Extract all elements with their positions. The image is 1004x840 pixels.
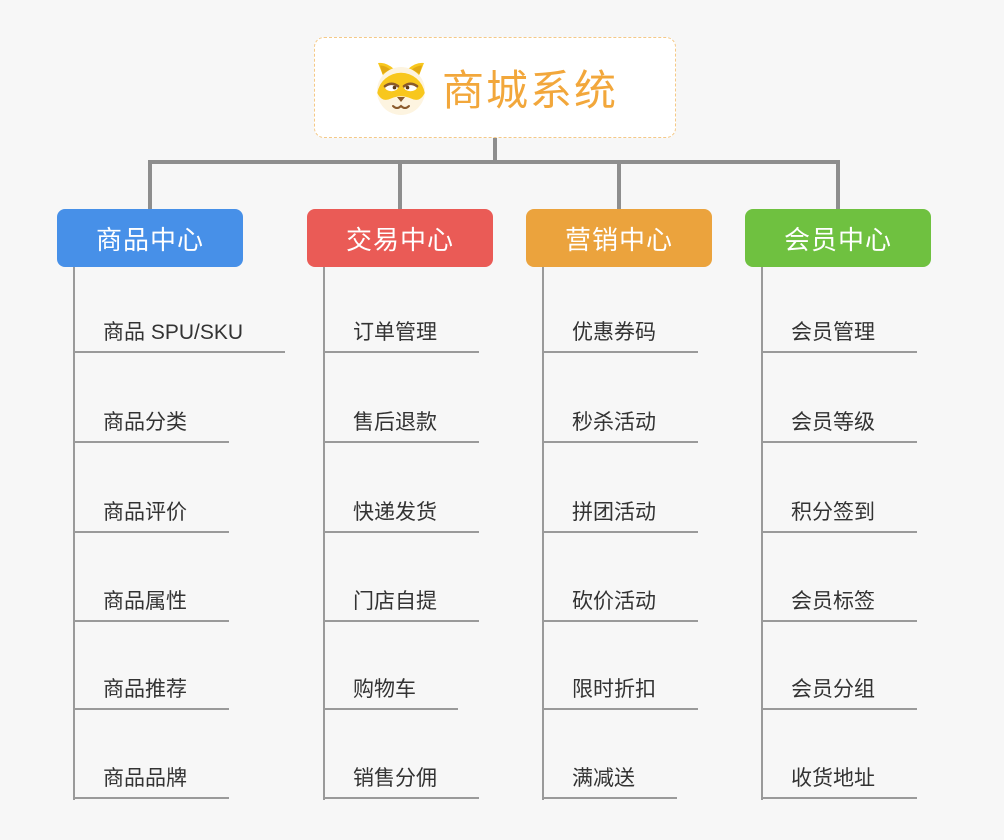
child-topic[interactable]: 限时折扣 xyxy=(542,679,698,710)
connector-line xyxy=(398,160,402,209)
branch-topic[interactable]: 交易中心 xyxy=(307,209,493,267)
child-topic[interactable]: 商品 SPU/SKU xyxy=(73,322,286,353)
child-topic[interactable]: 收货地址 xyxy=(761,768,917,799)
child-topic[interactable]: 商品分类 xyxy=(73,412,229,443)
root-topic[interactable]: 商城系统 xyxy=(314,37,676,138)
branch-spine-line xyxy=(73,267,75,800)
child-topic[interactable]: 订单管理 xyxy=(323,322,479,353)
child-topic[interactable]: 销售分佣 xyxy=(323,768,479,799)
child-topic[interactable]: 售后退款 xyxy=(323,412,479,443)
child-topic[interactable]: 商品属性 xyxy=(73,591,229,622)
branch-spine-line xyxy=(323,267,325,800)
connector-line xyxy=(836,160,840,209)
child-topic[interactable]: 商品推荐 xyxy=(73,679,229,710)
child-topic[interactable]: 商品品牌 xyxy=(73,768,229,799)
connector-line xyxy=(493,138,497,164)
connector-line xyxy=(148,160,840,164)
child-topic[interactable]: 积分签到 xyxy=(761,502,917,533)
connector-line xyxy=(148,160,152,209)
branch-spine-line xyxy=(761,267,763,800)
child-topic[interactable]: 会员标签 xyxy=(761,591,917,622)
child-topic[interactable]: 砍价活动 xyxy=(542,591,698,622)
child-topic[interactable]: 快递发货 xyxy=(323,502,479,533)
branch-topic[interactable]: 会员中心 xyxy=(745,209,931,267)
branch-topic[interactable]: 商品中心 xyxy=(57,209,243,267)
child-topic[interactable]: 门店自提 xyxy=(323,591,479,622)
child-topic[interactable]: 商品评价 xyxy=(73,502,229,533)
child-topic[interactable]: 会员管理 xyxy=(761,322,917,353)
child-topic[interactable]: 购物车 xyxy=(323,679,458,710)
child-topic[interactable]: 会员等级 xyxy=(761,412,917,443)
dog-icon xyxy=(372,60,430,116)
child-topic[interactable]: 满减送 xyxy=(542,768,677,799)
child-topic[interactable]: 秒杀活动 xyxy=(542,412,698,443)
child-topic[interactable]: 拼团活动 xyxy=(542,502,698,533)
connector-line xyxy=(617,160,621,209)
root-title: 商城系统 xyxy=(441,67,618,114)
child-topic[interactable]: 会员分组 xyxy=(761,679,917,710)
child-topic[interactable]: 优惠券码 xyxy=(542,322,698,353)
branch-spine-line xyxy=(542,267,544,800)
branch-topic[interactable]: 营销中心 xyxy=(526,209,712,267)
